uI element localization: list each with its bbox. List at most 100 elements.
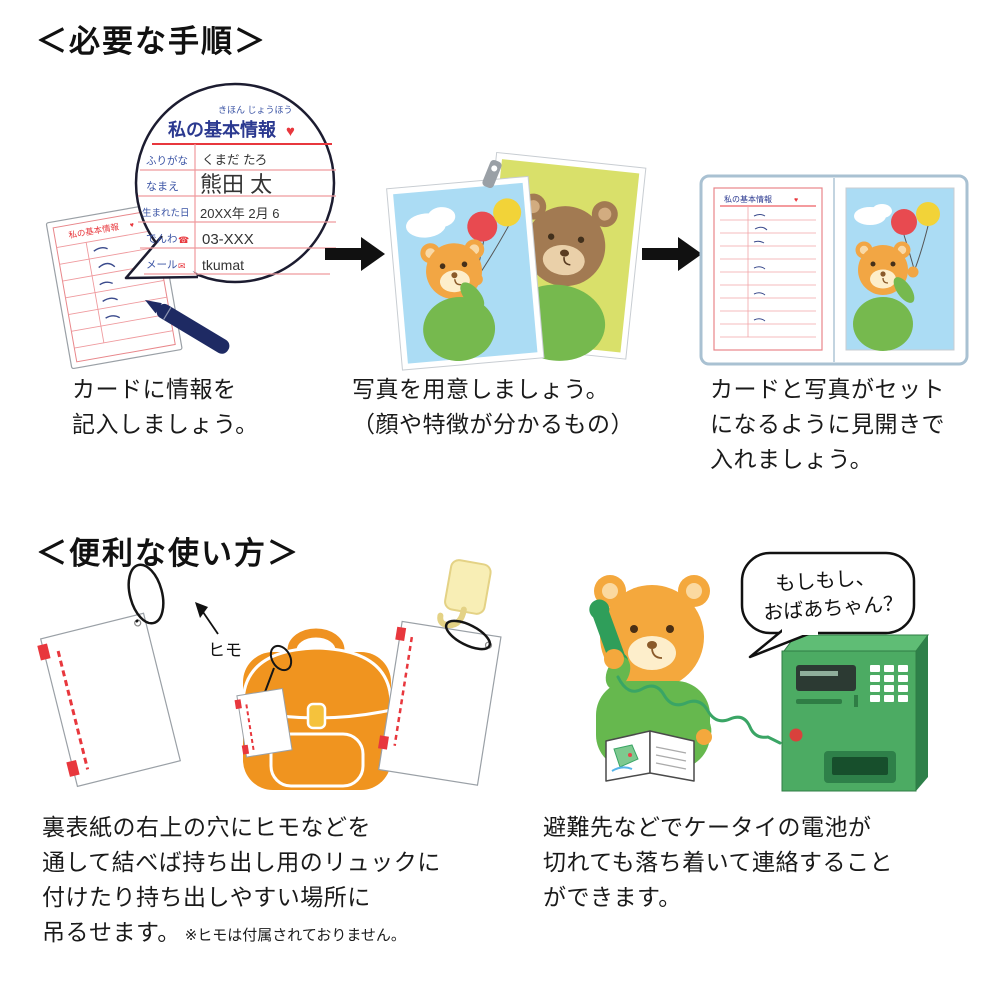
album-card-page: 私の基本情報 ♥ bbox=[713, 187, 823, 351]
caption-line: （顔や特徴が分かるもの） bbox=[352, 411, 634, 437]
book-text-lines bbox=[655, 746, 687, 770]
caption-line: 記入しましょう。 bbox=[72, 411, 259, 437]
paper-clip-icon bbox=[482, 159, 502, 189]
step2-illustration bbox=[386, 151, 650, 371]
field-value: 熊田 太 bbox=[200, 172, 272, 197]
card-title-mini: 私の基本情報 bbox=[724, 194, 772, 204]
card-ruby: きほん じょうほう bbox=[218, 105, 293, 115]
field-value: tkumat bbox=[202, 257, 244, 273]
caption-line: 裏表紙の右上の穴にヒモなどを bbox=[42, 814, 371, 840]
caption-line: 通して結べば持ち出し用のリュックに bbox=[42, 849, 441, 875]
himo-pointer-line bbox=[202, 611, 219, 635]
usage-right-svg: もしもし、 おばあちゃん？ bbox=[589, 551, 929, 792]
field-value: 03-XXX bbox=[202, 231, 254, 248]
balloon-red bbox=[891, 209, 917, 235]
map-area bbox=[613, 744, 639, 768]
caption-line: ができます。 bbox=[543, 884, 682, 910]
caption-text: 吊るせます。 bbox=[42, 919, 181, 945]
coin-slot bbox=[854, 695, 858, 707]
caption-line: 付けたり持ち出しやすい場所に bbox=[42, 884, 371, 910]
card-grid-lines bbox=[56, 229, 173, 349]
himo-label: ヒモ bbox=[208, 641, 242, 660]
card-slot bbox=[796, 699, 842, 704]
caption-line: になるように見開きで bbox=[710, 411, 945, 437]
caption-line: 入れましょう。 bbox=[710, 446, 874, 472]
heart-icon: ♥ bbox=[794, 197, 798, 204]
booklet-with-string bbox=[37, 612, 182, 788]
cloud bbox=[406, 207, 456, 238]
field-label: ふりがな bbox=[146, 154, 188, 167]
guide-book bbox=[605, 730, 695, 782]
step2-caption: 写真を用意しましょう。 （顔や特徴が分かるもの） bbox=[352, 372, 634, 442]
hanging-booklet bbox=[378, 620, 502, 786]
wall-hook bbox=[437, 559, 492, 629]
field-label: でんわ bbox=[146, 233, 178, 245]
handwriting-marks bbox=[93, 247, 121, 319]
usage-section-heading: ＜便利な使い方＞ bbox=[36, 536, 300, 571]
step3-caption: カードと写真がセット になるように見開きで 入れましょう。 bbox=[710, 372, 945, 477]
string-not-included-note: ※ヒモは付属されておりません。 bbox=[184, 927, 406, 944]
arrow-icon bbox=[642, 237, 702, 271]
backpack-buckle bbox=[306, 702, 327, 730]
field-value: 20XX年 2月 6 bbox=[200, 206, 280, 221]
arrow-icon bbox=[325, 237, 385, 271]
caption-line: 切れても落ち着いて連絡すること bbox=[543, 849, 893, 875]
usage-left-illustration: ヒモ bbox=[37, 552, 503, 807]
phone-cord bbox=[616, 675, 782, 745]
magnifier-callout: きほん じょうほう 私の基本情報 ♥ ふりがな なまえ 生まれた日 でんわ メー… bbox=[124, 82, 336, 284]
step1-caption: カードに情報を 記入しましょう。 bbox=[72, 372, 259, 442]
caption-line: 避難先などでケータイの電池が bbox=[543, 814, 872, 840]
usage-left-svg: ヒモ bbox=[37, 559, 502, 790]
heart-icon: ♥ bbox=[286, 123, 295, 140]
emergency-button bbox=[789, 728, 803, 742]
mini-grid-lines bbox=[720, 206, 816, 338]
string-loop bbox=[127, 563, 165, 625]
field-value: くまだ たろ bbox=[202, 153, 267, 167]
heart-icon: ♥ bbox=[129, 222, 134, 230]
field-label: 生まれた日 bbox=[142, 207, 190, 219]
step3-illustration: 私の基本情報 ♥ bbox=[698, 172, 970, 368]
step-arrow-1 bbox=[325, 232, 387, 276]
orange-bear bbox=[853, 241, 919, 351]
card-zoom-content: きほん じょうほう 私の基本情報 ♥ ふりがな なまえ 生まれた日 でんわ メー… bbox=[138, 105, 336, 275]
card-title: 私の基本情報 bbox=[168, 119, 277, 140]
photo-front bbox=[386, 175, 545, 371]
mail-icon: ✉ bbox=[178, 261, 186, 271]
caption-line: カードと写真がセット bbox=[710, 376, 945, 402]
balloon-yellow bbox=[916, 202, 940, 226]
zoom-grid-lines bbox=[138, 144, 336, 275]
callout-tail bbox=[124, 235, 199, 280]
backpack-pocket bbox=[269, 732, 365, 788]
orange-bear bbox=[420, 239, 496, 362]
step2-svg bbox=[386, 151, 647, 371]
pen-icon bbox=[145, 300, 230, 354]
field-label: なまえ bbox=[146, 180, 179, 193]
hanging-string-loop bbox=[444, 619, 492, 651]
caption-line: カードに情報を bbox=[72, 376, 237, 402]
album-photo-page bbox=[845, 187, 955, 351]
step3-svg: 私の基本情報 ♥ bbox=[699, 174, 969, 366]
steps-section-heading: ＜必要な手順＞ bbox=[36, 24, 267, 59]
phone-icon: ☎ bbox=[178, 235, 189, 245]
speech-bubble: もしもし、 おばあちゃん？ bbox=[740, 551, 916, 659]
payphone bbox=[781, 634, 929, 792]
himo-pointer-arrowhead bbox=[195, 602, 208, 618]
phone-keypad bbox=[870, 665, 908, 702]
usage-right-illustration: もしもし、 おばあちゃん？ bbox=[532, 545, 980, 807]
step-arrow-2 bbox=[642, 232, 704, 276]
bubble-tail bbox=[748, 628, 817, 659]
balloon-yellow bbox=[493, 198, 522, 227]
handwriting-marks bbox=[753, 214, 768, 322]
card-on-backpack bbox=[234, 644, 293, 758]
info-card: 私の基本情報 ♥ bbox=[45, 203, 183, 370]
caption-line: 吊るせます。※ヒモは付属されておりません。 bbox=[42, 915, 441, 953]
balloon-red bbox=[467, 211, 498, 242]
field-label: メール bbox=[146, 259, 178, 271]
caption-line: 写真を用意しましょう。 bbox=[352, 376, 610, 402]
usage-left-caption: 裏表紙の右上の穴にヒモなどを 通して結べば持ち出し用のリュックに 付けたり持ち出… bbox=[42, 810, 441, 953]
step1-svg: 私の基本情報 ♥ きほん じょうほう bbox=[45, 82, 336, 370]
bear-hand bbox=[604, 649, 624, 669]
step1-illustration: 私の基本情報 ♥ きほん じょうほう bbox=[40, 80, 345, 380]
usage-right-caption: 避難先などでケータイの電池が 切れても落ち着いて連絡すること ができます。 bbox=[543, 810, 893, 915]
